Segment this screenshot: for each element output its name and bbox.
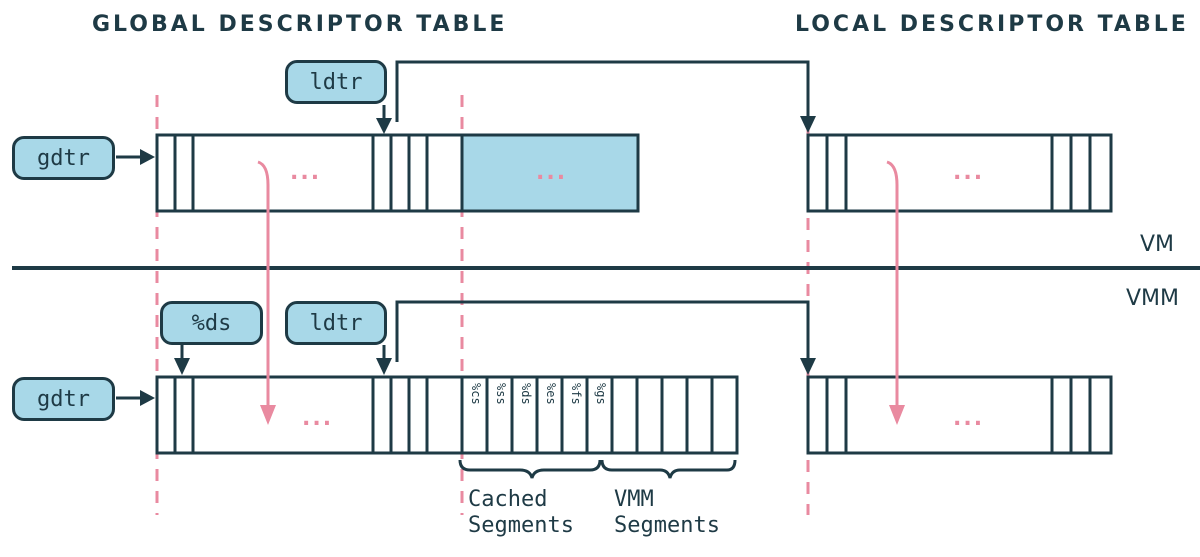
segment-label: %cs	[469, 383, 483, 405]
cached-caption-line2: Segments	[468, 513, 574, 538]
ldtr-connector-top	[376, 60, 816, 134]
vmm-caption-line2: Segments	[614, 513, 720, 538]
segment-label: %ss	[494, 383, 508, 405]
cached-segments-brace	[458, 459, 602, 479]
gdt-title: GLOBAL DESCRIPTOR TABLE	[92, 12, 508, 37]
vmm-segments-caption: VMM Segments	[614, 487, 720, 539]
vmm-caption-line1: VMM	[614, 487, 654, 512]
ldtr-register-vm: ldtr	[285, 60, 387, 104]
vmm-ldt-table	[806, 375, 1113, 455]
ellipsis-vm-gdt: ...	[290, 160, 322, 185]
cached-segments-caption: Cached Segments	[468, 487, 574, 539]
ldt-title: LOCAL DESCRIPTOR TABLE	[795, 12, 1189, 37]
gdtr-register-vm: gdtr	[12, 136, 115, 180]
segment-label: %es	[544, 383, 558, 405]
ellipsis-vmm-gdt: ...	[302, 406, 334, 431]
segment-label: %gs	[594, 383, 608, 405]
vm-label: VM	[1140, 232, 1175, 257]
segment-label: %fs	[569, 383, 583, 405]
vm-ldt-table	[806, 133, 1113, 213]
shadow-ldt-region	[460, 133, 640, 213]
ldt-copy-arrow	[886, 160, 905, 425]
segment-label: %ds	[519, 383, 533, 405]
gdtr-arrow-top	[116, 149, 155, 165]
ds-pointer-arrow	[174, 345, 190, 375]
vmm-segments-brace	[600, 459, 737, 479]
ldtr-register-vmm: ldtr	[285, 301, 387, 345]
gdt-copy-arrow	[257, 160, 276, 425]
vmm-label: VMM	[1126, 286, 1180, 311]
ellipsis-vm-shadow: ...	[536, 160, 568, 185]
ldtr-connector-bottom	[376, 300, 816, 375]
ellipsis-vm-ldt: ...	[953, 160, 985, 185]
ellipsis-vmm-ldt: ...	[953, 406, 985, 431]
vmm-gdt-table	[155, 375, 739, 455]
vm-gdt-table	[155, 133, 640, 213]
gdtr-register-vmm: gdtr	[12, 377, 115, 421]
cached-caption-line1: Cached	[468, 487, 548, 512]
gdtr-arrow-bottom	[116, 390, 155, 406]
ds-register: %ds	[160, 301, 263, 345]
